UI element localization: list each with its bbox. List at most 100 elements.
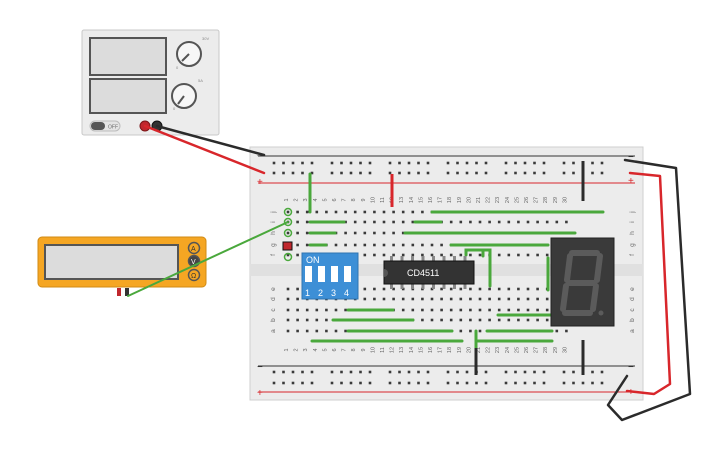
breadboard-hole[interactable] xyxy=(401,297,405,301)
breadboard-hole[interactable] xyxy=(478,287,482,291)
breadboard-hole[interactable] xyxy=(469,318,472,322)
breadboard-hole[interactable] xyxy=(533,161,536,165)
breadboard-hole[interactable] xyxy=(526,253,530,257)
breadboard-hole[interactable] xyxy=(478,308,482,312)
breadboard-hole[interactable] xyxy=(526,308,530,312)
breadboard-hole[interactable] xyxy=(296,220,299,224)
breadboard-hole[interactable] xyxy=(526,318,530,322)
breadboard-hole[interactable] xyxy=(382,231,386,235)
breadboard-hole[interactable] xyxy=(449,297,453,301)
breadboard-hole[interactable] xyxy=(517,318,520,322)
breadboard-hole[interactable] xyxy=(600,381,604,385)
breadboard-hole[interactable] xyxy=(315,210,319,214)
breadboard-hole[interactable] xyxy=(562,161,566,165)
breadboard-hole[interactable] xyxy=(421,243,424,247)
breadboard-hole[interactable] xyxy=(417,370,420,374)
breadboard-hole[interactable] xyxy=(488,220,491,224)
breadboard-hole[interactable] xyxy=(310,381,314,385)
breadboard-hole[interactable] xyxy=(421,253,424,257)
breadboard-hole[interactable] xyxy=(565,220,568,224)
breadboard-hole[interactable] xyxy=(282,370,285,374)
breadboard-hole[interactable] xyxy=(523,381,527,385)
breadboard-hole[interactable] xyxy=(507,297,511,301)
breadboard-hole[interactable] xyxy=(536,297,539,301)
breadboard-hole[interactable] xyxy=(475,171,478,175)
breadboard-hole[interactable] xyxy=(484,381,488,385)
breadboard-hole[interactable] xyxy=(523,161,527,165)
breadboard-hole[interactable] xyxy=(353,231,357,235)
breadboard-hole[interactable] xyxy=(359,171,362,175)
breadboard-hole[interactable] xyxy=(401,253,405,257)
breadboard-hole[interactable] xyxy=(430,318,434,322)
breadboard-hole[interactable] xyxy=(344,243,347,247)
breadboard-hole[interactable] xyxy=(382,253,386,257)
breadboard-hole[interactable] xyxy=(359,370,362,374)
breadboard-hole[interactable] xyxy=(286,287,290,291)
breadboard-hole[interactable] xyxy=(373,297,376,301)
breadboard-hole[interactable] xyxy=(417,161,420,165)
breadboard-hole[interactable] xyxy=(488,318,491,322)
breadboard-hole[interactable] xyxy=(407,171,411,175)
breadboard-hole[interactable] xyxy=(459,253,463,257)
breadboard-hole[interactable] xyxy=(497,287,501,291)
breadboard-hole[interactable] xyxy=(398,161,401,165)
breadboard-hole[interactable] xyxy=(305,329,309,333)
breadboard-hole[interactable] xyxy=(325,329,328,333)
breadboard-hole[interactable] xyxy=(469,297,472,301)
breadboard-hole[interactable] xyxy=(407,381,411,385)
breadboard-hole[interactable] xyxy=(526,220,530,224)
breadboard-hole[interactable] xyxy=(344,329,347,333)
breadboard-hole[interactable] xyxy=(517,220,520,224)
breadboard-hole[interactable] xyxy=(446,171,450,175)
breadboard-hole[interactable] xyxy=(368,370,372,374)
breadboard-hole[interactable] xyxy=(417,171,420,175)
breadboard-hole[interactable] xyxy=(542,171,546,175)
breadboard-hole[interactable] xyxy=(296,287,299,291)
breadboard-hole[interactable] xyxy=(449,220,453,224)
breadboard-hole[interactable] xyxy=(514,370,517,374)
breadboard-hole[interactable] xyxy=(373,220,376,224)
breadboard-hole[interactable] xyxy=(407,161,411,165)
dip-switch[interactable]: ON 1 2 3 4 xyxy=(301,252,359,300)
multimeter-probe-red[interactable] xyxy=(117,288,121,296)
breadboard-hole[interactable] xyxy=(301,381,304,385)
breadboard-hole[interactable] xyxy=(310,161,314,165)
breadboard-hole[interactable] xyxy=(330,171,334,175)
breadboard-hole[interactable] xyxy=(504,381,508,385)
breadboard-hole[interactable] xyxy=(353,220,357,224)
breadboard-hole[interactable] xyxy=(459,318,463,322)
breadboard-hole[interactable] xyxy=(334,329,338,333)
breadboard-hole[interactable] xyxy=(325,210,328,214)
breadboard-hole[interactable] xyxy=(296,318,299,322)
breadboard-hole[interactable] xyxy=(446,370,450,374)
dip-toggle-2[interactable] xyxy=(318,266,325,282)
breadboard-hole[interactable] xyxy=(373,243,376,247)
breadboard-hole[interactable] xyxy=(536,308,539,312)
breadboard-hole[interactable] xyxy=(296,308,299,312)
breadboard-hole[interactable] xyxy=(349,171,353,175)
jumper-wires[interactable] xyxy=(308,172,605,362)
breadboard-hole[interactable] xyxy=(430,253,434,257)
breadboard-hole[interactable] xyxy=(449,308,453,312)
breadboard-hole[interactable] xyxy=(286,308,290,312)
multimeter-mode-ohm[interactable] xyxy=(187,268,201,282)
breadboard-hole[interactable] xyxy=(536,318,539,322)
breadboard-hole[interactable] xyxy=(488,308,491,312)
breadboard-hole[interactable] xyxy=(417,381,420,385)
breadboard-hole[interactable] xyxy=(392,220,395,224)
breadboard-hole[interactable] xyxy=(392,253,395,257)
breadboard-hole[interactable] xyxy=(446,161,450,165)
breadboard-hole[interactable] xyxy=(334,308,338,312)
breadboard-hole[interactable] xyxy=(562,171,566,175)
breadboard-hole[interactable] xyxy=(478,253,482,257)
breadboard-hole[interactable] xyxy=(475,161,478,165)
breadboard-hole[interactable] xyxy=(368,161,372,165)
breadboard-hole[interactable] xyxy=(440,287,443,291)
breadboard-hole[interactable] xyxy=(272,161,276,165)
breadboard-hole[interactable] xyxy=(465,381,469,385)
breadboard-hole[interactable] xyxy=(459,220,463,224)
breadboard-hole[interactable] xyxy=(421,210,424,214)
breadboard-hole[interactable] xyxy=(286,210,290,214)
breadboard-hole[interactable] xyxy=(344,220,347,224)
breadboard-hole[interactable] xyxy=(469,308,472,312)
